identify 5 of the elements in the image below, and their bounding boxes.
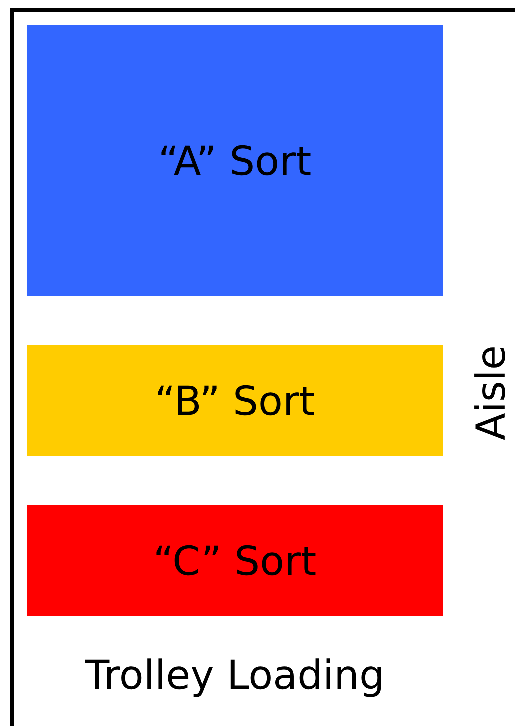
aisle-label: Aisle (474, 348, 506, 440)
sort-area: “C” Sort (27, 505, 443, 616)
sort-area: “B” Sort (27, 345, 443, 456)
area-label: Trolley Loading (85, 658, 382, 698)
sort-area: “A” Sort (27, 25, 443, 296)
